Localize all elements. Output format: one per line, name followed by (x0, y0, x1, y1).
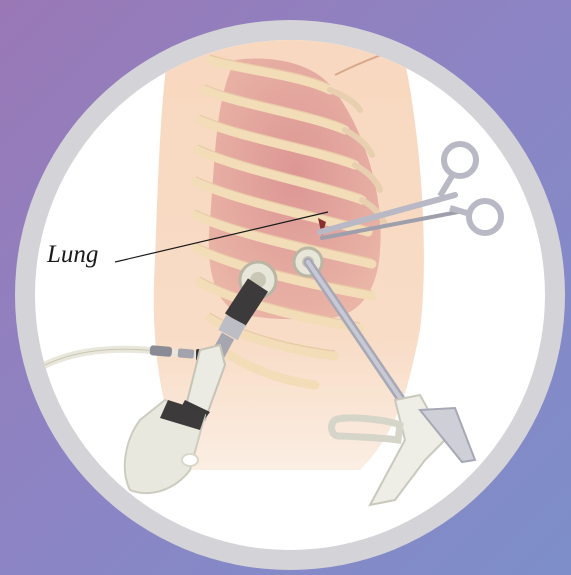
lung-label: Lung (46, 241, 98, 268)
